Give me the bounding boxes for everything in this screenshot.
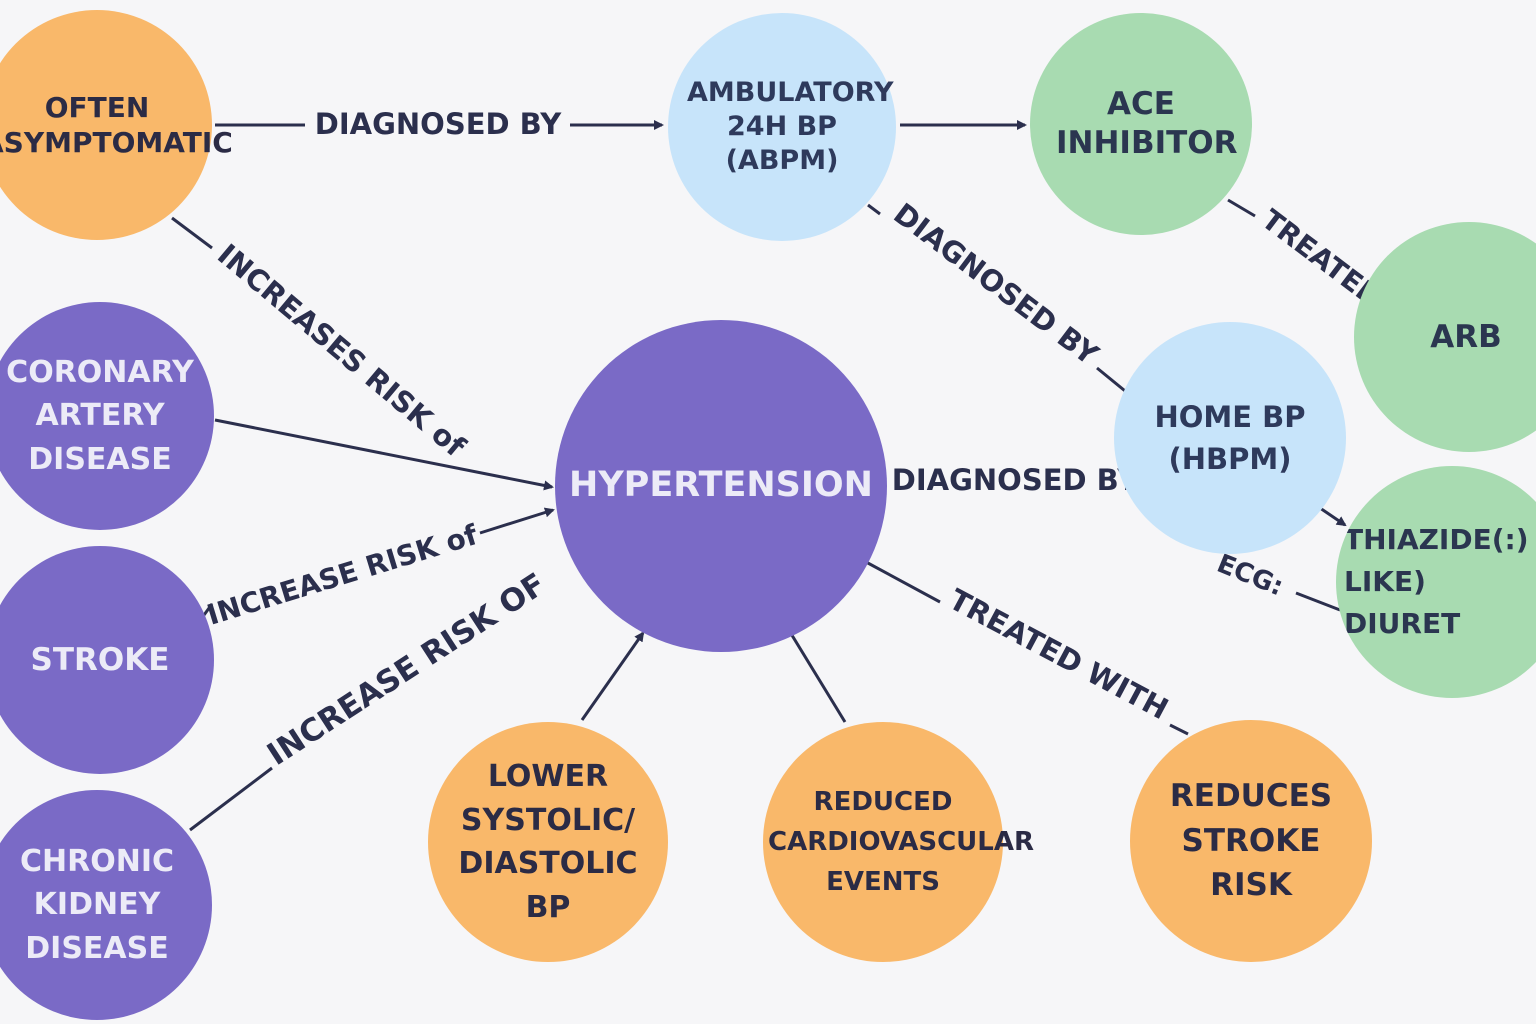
node-often-asymptomatic-label: OFTEN ASYMPTOMATIC	[0, 91, 233, 159]
node-thiazide-diuretic[interactable]: THIAZIDE(:) LIKE) DIURET	[1336, 466, 1536, 698]
edge-hypertension-reducesstroke-b	[1169, 723, 1189, 736]
node-home-bp[interactable]: HOME BP (HBPM)	[1114, 322, 1346, 554]
label-diagnosed-by-diag: DIAGNOSED BY	[887, 196, 1105, 372]
node-chronic-kidney-disease[interactable]: CHRONIC KIDNEY DISEASE	[0, 790, 212, 1020]
node-thiazide-diuretic-label: THIAZIDE(:) LIKE) DIURET	[1344, 523, 1529, 640]
node-arb-label: ARB	[1430, 318, 1502, 355]
node-ambulatory-bp-label: AMBULATORY 24H BP (ABPM)	[687, 77, 894, 176]
node-often-asymptomatic[interactable]: OFTEN ASYMPTOMATIC	[0, 10, 233, 240]
node-arb[interactable]: ARB	[1354, 222, 1536, 452]
node-reduced-cardiovascular-events[interactable]: REDUCED CARDIOVASCULAR EVENTS	[763, 722, 1034, 962]
node-reduces-stroke-risk[interactable]: REDUCES STROKE RISK	[1130, 720, 1372, 962]
edge-homebp-thiazide	[1319, 506, 1347, 527]
edge-ecg-thiazide	[1295, 591, 1341, 612]
node-hypertension-label: HYPERTENSION	[569, 465, 873, 506]
node-reduces-stroke-risk-label: REDUCES STROKE RISK	[1169, 777, 1333, 904]
label-diagnosed-by-top: DIAGNOSED BY	[315, 107, 562, 141]
edge-ace-arb	[1227, 198, 1256, 218]
edge-coronary-hypertension	[214, 418, 554, 491]
node-home-bp-label: HOME BP (HBPM)	[1154, 399, 1306, 476]
edge-hypertension-reducedcv	[788, 631, 847, 723]
edge-ckd-hypertension	[189, 766, 273, 832]
node-reduced-cardiovascular-events-label: REDUCED CARDIOVASCULAR EVENTS	[768, 786, 1034, 898]
node-ambulatory-bp[interactable]: AMBULATORY 24H BP (ABPM)	[668, 13, 896, 241]
node-lower-bp[interactable]: LOWER SYSTOLIC/ DIASTOLIC BP	[428, 722, 668, 962]
label-diagnosed-by-mid: DIAGNOSED BY	[892, 463, 1139, 497]
edge-hypertension-reducesstroke-a	[865, 560, 941, 604]
label-increases-risk-of: INCREASES RISK of	[211, 237, 472, 464]
label-ecg: ECG:	[1213, 549, 1288, 603]
edge-stroke-hypertension-a	[202, 603, 214, 616]
label-treated-with: TREATED WITH	[944, 582, 1174, 726]
node-coronary-artery-disease-label: CORONARY ARTERY DISEASE	[6, 354, 194, 477]
node-stroke[interactable]: STROKE	[0, 546, 214, 774]
node-ace-inhibitor-label: ACE INHIBITOR	[1056, 86, 1238, 161]
node-hypertension[interactable]: HYPERTENSION	[555, 320, 887, 652]
node-ace-inhibitor[interactable]: ACE INHIBITOR	[1030, 13, 1252, 235]
edge-stroke-hypertension-b	[479, 507, 555, 535]
edge-asymptomatic-hypertension	[171, 216, 213, 250]
edge-ambulatory-homebp-a	[867, 203, 881, 216]
edge-lowerbp-hypertension	[580, 631, 645, 721]
node-coronary-artery-disease[interactable]: CORONARY ARTERY DISEASE	[0, 302, 214, 530]
node-chronic-kidney-disease-label: CHRONIC KIDNEY DISEASE	[19, 843, 174, 966]
label-increase-risk-of-1: INCREASE RISK of	[203, 518, 482, 632]
node-lower-bp-label: LOWER SYSTOLIC/ DIASTOLIC BP	[458, 759, 638, 925]
node-stroke-label: STROKE	[30, 641, 170, 678]
